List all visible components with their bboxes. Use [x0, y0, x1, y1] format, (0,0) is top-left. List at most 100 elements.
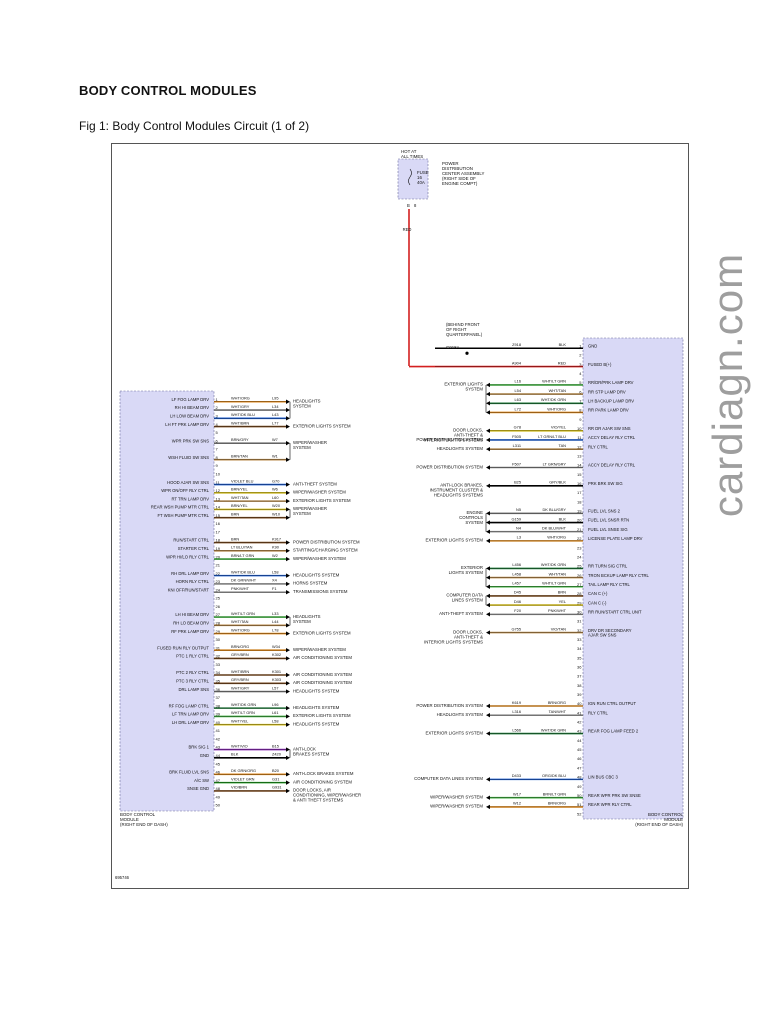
left-pin-number: 9 [216, 463, 219, 468]
right-wire-source: EXTERIOR LIGHTS SYSTEM [425, 538, 483, 543]
left-module-label: MODULE [120, 817, 139, 822]
fuse-label: 16 [417, 175, 422, 180]
left-wire-destination: HEADLIGHTS SYSTEM [293, 572, 340, 577]
right-wire-source: EXTERIOR LIGHTS [444, 382, 483, 387]
right-wire-code: W12 [513, 801, 521, 806]
ground-note: (BEHIND FRONT [446, 322, 480, 327]
left-wire-destination: EXTERIOR LIGHTS SYSTEM [293, 713, 351, 718]
right-wire-color: BRN/LT GRN [543, 792, 566, 797]
right-wire-color: BRN/ORG [548, 801, 566, 806]
right-pin-label: PRK BRK SW SIG [588, 481, 623, 486]
right-pin-number: 10 [577, 426, 582, 431]
left-pin-label: BRK SIG 1 [189, 745, 210, 750]
left-pin-label: RH LO BEAM DRV [173, 621, 209, 626]
right-wire-code: Z918 [512, 342, 521, 347]
right-wire-arrow [486, 630, 490, 635]
left-wire-destination: CONDITIONING, WIPER/WASHER [293, 793, 361, 798]
left-pin-label: DRL LAMP SNS [179, 687, 210, 692]
right-wire-arrow [486, 401, 490, 406]
left-wire-color: BRN/ORG [231, 644, 249, 649]
right-wire-code: D46 [514, 599, 521, 604]
left-wire-arrow [286, 772, 290, 777]
left-wire-destination: EXTERIOR LIGHTS SYSTEM [293, 423, 351, 428]
left-wire-destination: SYSTEM [293, 619, 311, 624]
left-pin-label: PTC 3 RLY CTRL [176, 678, 210, 683]
left-pin-number: 49 [216, 794, 221, 799]
right-wire-color: WHT/ORG [547, 535, 566, 540]
left-pin-number: 39 [216, 712, 221, 717]
left-pin-number: 33 [216, 662, 221, 667]
right-wire-arrow [486, 410, 490, 415]
left-wire-code: L43 [272, 412, 279, 417]
left-wire-arrow [286, 407, 290, 413]
right-pin-label: DRV DR SECONDARY [588, 628, 632, 633]
left-pin-label: LF TRN LAMP DRV [172, 712, 209, 717]
right-wire-color: BLK [559, 516, 567, 521]
right-pin-number: 26 [577, 573, 582, 578]
right-pin-number: 24 [577, 554, 582, 559]
right-pin-label: RR TURN SIG CTRL [588, 564, 628, 569]
left-wire-arrow [286, 780, 290, 785]
right-wire-arrow [486, 483, 490, 489]
left-pin-label: HOOD AJAR SW SNS [167, 480, 209, 485]
left-wire-code: B15 [272, 743, 279, 748]
right-module-label: (RIGHT END OF DASH) [635, 822, 683, 827]
left-wire-destination: AIR CONDITIONING SYSTEM [293, 672, 352, 677]
left-pin-label: WPR ON/OFF RLY CTRL [161, 488, 209, 493]
left-pin-number: 40 [216, 720, 221, 725]
left-wire-arrow [286, 747, 290, 752]
right-wire-color: BRN [558, 590, 566, 595]
right-wire-source: POWER DISTRIBUTION SYSTEM [416, 437, 483, 442]
left-wire-arrow [286, 589, 290, 595]
left-wire-destination: HEADLIGHTS SYSTEM [293, 688, 340, 693]
right-wire-source: ANTI-THEFT & [454, 634, 483, 639]
right-wire-color: DK BLU/GRY [543, 507, 567, 512]
left-wire-arrow [286, 788, 290, 794]
fuse-red-wire-label: RED [403, 227, 412, 232]
left-wire-color: WHT/DK GRN [231, 702, 256, 707]
left-wire-code: K303 [272, 677, 281, 682]
left-wire-code: W2 [272, 553, 278, 558]
right-pin-label: CAN C (+) [588, 591, 608, 596]
left-wire-code: L60 [272, 495, 279, 500]
right-pin-label: RLY CTRL [588, 444, 609, 449]
left-wire-color: WHT/GRY [231, 685, 250, 690]
left-pin-label: PTC 1 RLY CTRL [176, 654, 210, 659]
left-pin-number: 35 [216, 678, 221, 683]
right-pin-number: 44 [577, 738, 582, 743]
right-wire-code: G78 [514, 425, 521, 430]
right-pin-number: 34 [577, 646, 582, 651]
left-wire-arrow [286, 424, 290, 429]
left-pin-number: 34 [216, 670, 221, 675]
left-pin-number: 26 [216, 604, 221, 609]
left-pin-number: 7 [216, 447, 219, 452]
left-wire-destination: TRANSMISSIONS SYSTEM [293, 589, 348, 594]
right-pin-label: GND [588, 343, 597, 348]
pdc-label: CENTER ASSEMBLY [442, 171, 484, 176]
right-wire-color: WHT/ORG [547, 406, 566, 411]
right-wire-source: ANTI-LOCK BRAKES, [440, 483, 483, 488]
right-wire-source: ENGINE [467, 510, 484, 515]
left-pin-number: 46 [216, 770, 221, 775]
right-wire-source: EXTERIOR [461, 565, 483, 570]
right-pin-number: 3 [579, 362, 582, 367]
left-pin-label: RF PRK LAMP DRV [171, 629, 209, 634]
right-pin-number: 2 [579, 353, 582, 358]
right-wire-code: L54 [515, 388, 522, 393]
right-wire-color: WHT/TAN [549, 388, 567, 393]
right-wire-color: BRN/ORG [548, 700, 566, 705]
right-pin-number: 12 [577, 444, 582, 449]
left-wire-code: L34 [272, 404, 279, 409]
right-module-box [582, 337, 684, 820]
right-wire-code: W17 [513, 792, 521, 797]
left-pin-label: LH DRL LAMP DRV [172, 720, 209, 725]
left-pin-number: 16 [216, 521, 221, 526]
right-pin-label: FUEL LVL SNSE SIG [588, 527, 628, 532]
right-wire-code: L16 [515, 379, 522, 384]
left-wire-code: B20 [272, 768, 280, 773]
left-wire-color: BRN/YEL [231, 487, 248, 492]
left-pin-number: 2 [216, 405, 219, 410]
left-pin-number: 15 [216, 513, 221, 518]
left-wire-arrow [286, 540, 290, 545]
